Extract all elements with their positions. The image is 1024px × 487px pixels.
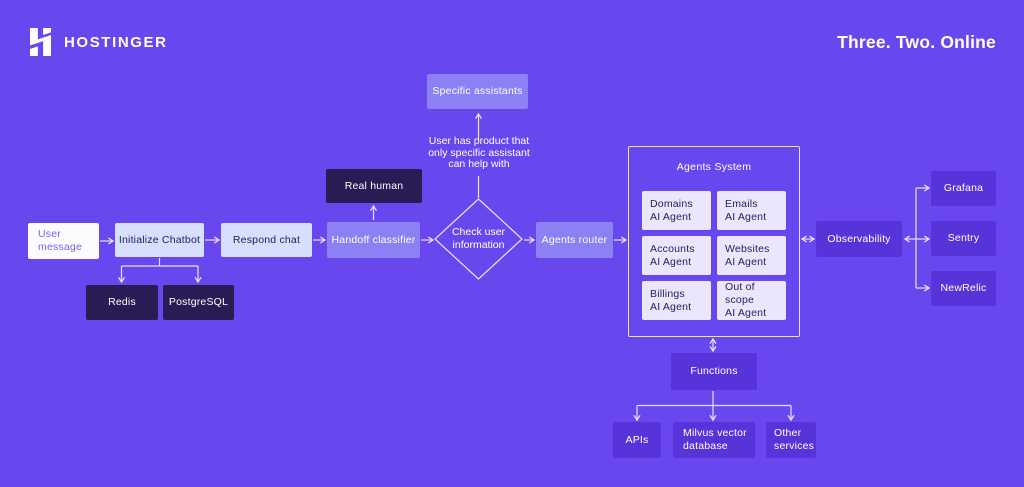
hostinger-logo-icon: [30, 28, 51, 56]
node-apis: APIs: [613, 422, 661, 458]
node-user-message: User message: [28, 223, 99, 259]
node-websites-ai-agent: Websites AI Agent: [717, 236, 786, 275]
node-check-user-information-label: Check user information: [451, 226, 506, 251]
node-milvus-vector-database: Milvus vector database: [673, 422, 755, 458]
node-sentry: Sentry: [931, 221, 996, 256]
node-respond-chat: Respond chat: [221, 223, 312, 257]
node-redis: Redis: [86, 285, 158, 320]
check-user-information-diamond: [434, 198, 523, 280]
node-emails-ai-agent: Emails AI Agent: [717, 191, 786, 230]
node-newrelic: NewRelic: [931, 271, 996, 306]
node-grafana: Grafana: [931, 171, 996, 206]
node-specific-assistants: Specific assistants: [427, 74, 528, 109]
node-domains-ai-agent: Domains AI Agent: [642, 191, 711, 230]
node-initialize-chatbot: Initialize Chatbot: [115, 223, 204, 257]
node-accounts-ai-agent: Accounts AI Agent: [642, 236, 711, 275]
brand-name: HOSTINGER: [64, 33, 168, 51]
node-observability: Observability: [816, 221, 902, 257]
node-functions: Functions: [671, 353, 757, 390]
agents-system-container: Agents System: [628, 146, 800, 337]
node-handoff-classifier: Handoff classifier: [327, 222, 420, 258]
header-tagline: Three. Two. Online: [837, 32, 996, 52]
brand-header: HOSTINGER: [28, 28, 168, 56]
node-out-of-scope-ai-agent: Out of scope AI Agent: [717, 281, 786, 320]
node-other-services: Other services: [766, 422, 816, 458]
node-agents-router: Agents router: [536, 222, 613, 258]
node-postgresql: PostgreSQL: [163, 285, 234, 320]
agents-system-title: Agents System: [676, 161, 752, 173]
node-billings-ai-agent: Billings AI Agent: [642, 281, 711, 320]
annotation-specific-assistant: User has product that only specific assi…: [428, 135, 530, 170]
node-real-human: Real human: [326, 169, 422, 203]
